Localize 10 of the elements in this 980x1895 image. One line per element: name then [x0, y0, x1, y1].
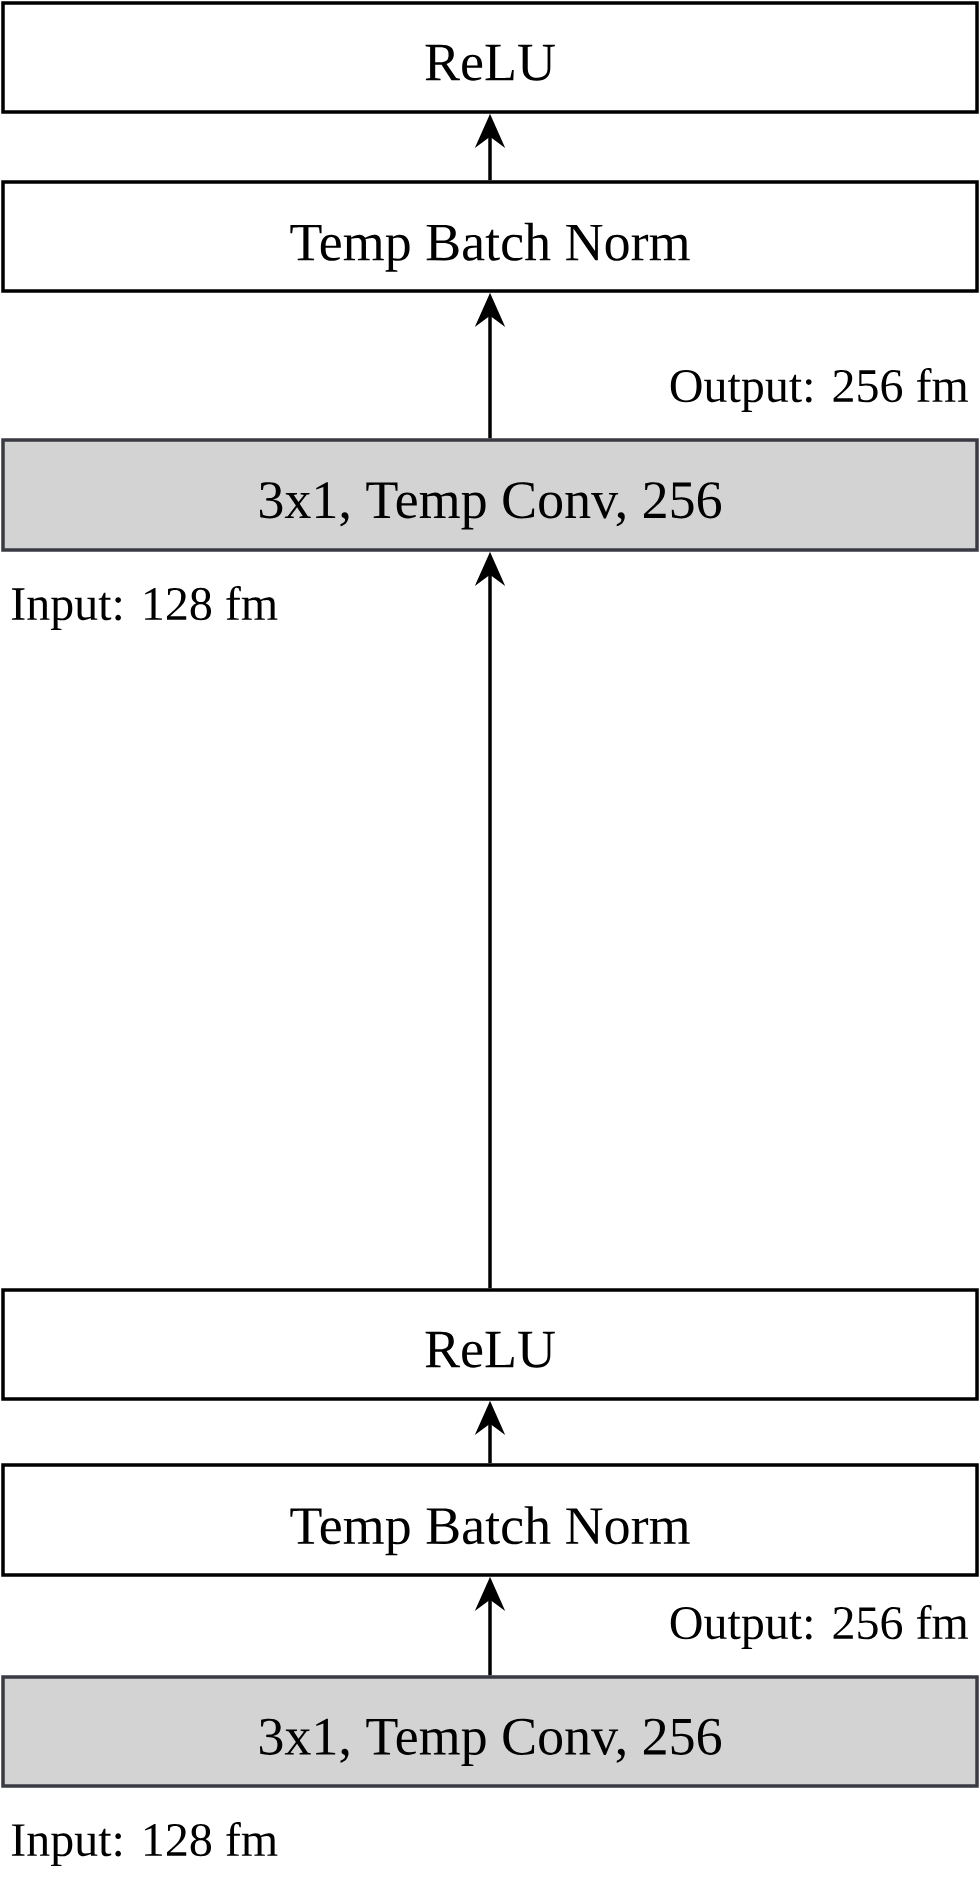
input-label: Input: 128 fm — [11, 1822, 278, 1867]
output-label: Output: 256 fm — [670, 368, 969, 412]
batch-norm-box: Temp Batch Norm — [1, 1463, 979, 1577]
input-label: Input: 128 fm — [11, 586, 278, 630]
relu-box: ReLU — [1, 1288, 979, 1401]
output-label: Output: 256 fm — [670, 1605, 969, 1650]
conv-layer-box: 3x1, Temp Conv, 256 — [1, 1675, 979, 1788]
relu-box: ReLU — [1, 1, 979, 114]
batch-norm-box: Temp Batch Norm — [1, 180, 979, 293]
conv-layer-box: 3x1, Temp Conv, 256 — [1, 438, 979, 552]
